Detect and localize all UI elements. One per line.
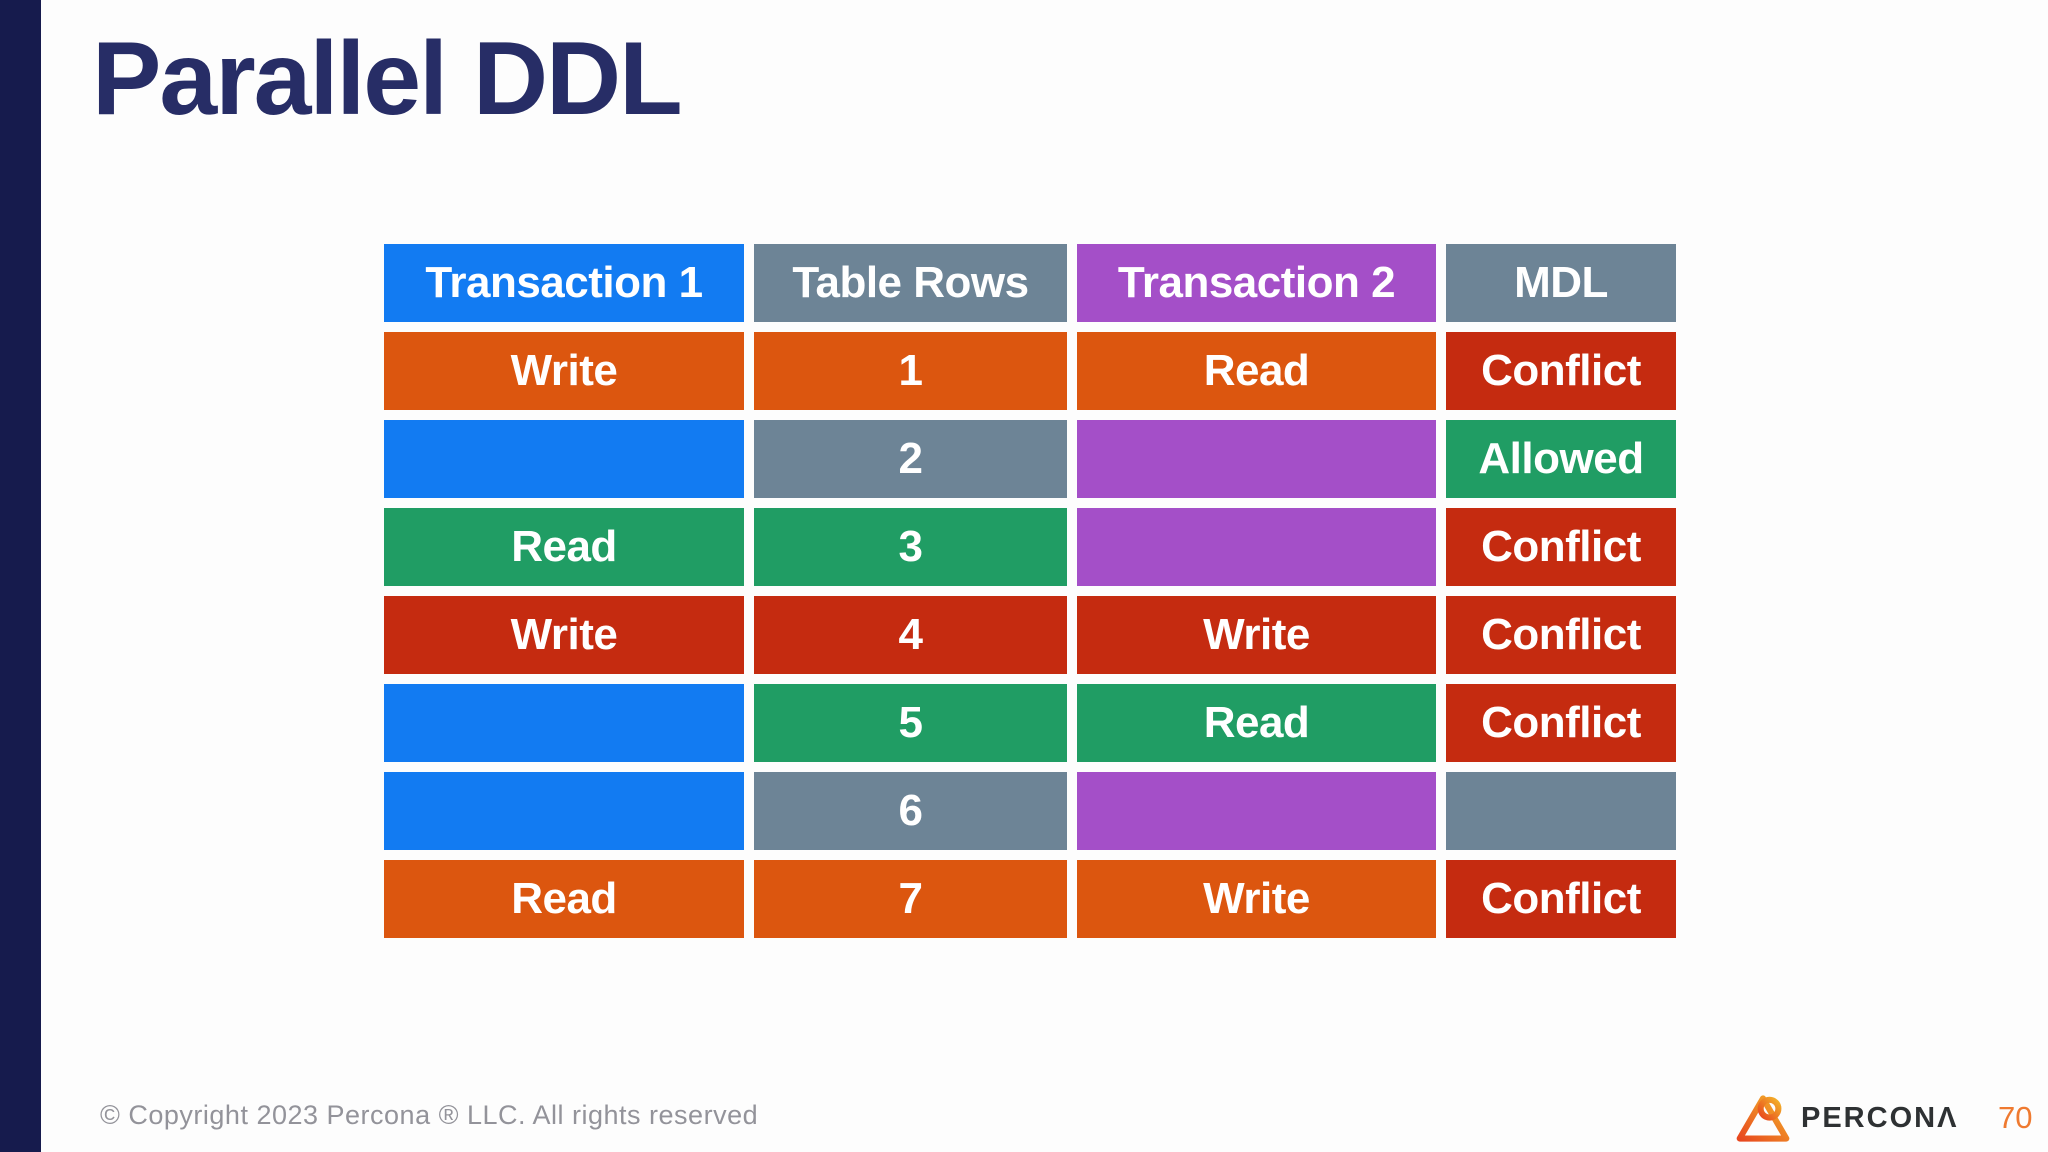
table-cell <box>1077 420 1436 498</box>
table-cell <box>384 420 744 498</box>
page-title: Parallel DDL <box>92 21 683 137</box>
table-cell <box>384 772 744 850</box>
table-cell: Read <box>384 508 744 586</box>
table-cell: 5 <box>754 684 1067 762</box>
table-cell: Read <box>1077 684 1436 762</box>
table-cell: 6 <box>754 772 1067 850</box>
table-cell <box>1077 772 1436 850</box>
table-cell: Read <box>384 860 744 938</box>
table-cell: Conflict <box>1446 860 1676 938</box>
table-cell <box>1077 508 1436 586</box>
percona-triangle-icon <box>1736 1095 1790 1142</box>
table-cell: Conflict <box>1446 684 1676 762</box>
table-cell: Write <box>384 332 744 410</box>
header-cell: Transaction 1 <box>384 244 744 322</box>
percona-brand-text: PERCONΛ <box>1801 1101 1959 1134</box>
table-cell: 4 <box>754 596 1067 674</box>
table-cell: 1 <box>754 332 1067 410</box>
header-cell: Table Rows <box>754 244 1067 322</box>
table-cell <box>384 684 744 762</box>
table-cell: Conflict <box>1446 508 1676 586</box>
page-number: 70 <box>1998 1100 2033 1135</box>
table-cell: 3 <box>754 508 1067 586</box>
table-cell: Conflict <box>1446 596 1676 674</box>
table-cell: Write <box>1077 596 1436 674</box>
header-cell: MDL <box>1446 244 1676 322</box>
table-cell: Conflict <box>1446 332 1676 410</box>
table-cell: Read <box>1077 332 1436 410</box>
footer-copyright: © Copyright 2023 Percona ® LLC. All righ… <box>100 1100 759 1130</box>
header-cell: Transaction 2 <box>1077 244 1436 322</box>
table-cell: Write <box>1077 860 1436 938</box>
percona-logo: PERCONΛ <box>1735 1092 1958 1144</box>
table-cell: 7 <box>754 860 1067 938</box>
table-cell: Allowed <box>1446 420 1676 498</box>
left-accent-bar <box>0 0 41 1152</box>
table-cell <box>1446 772 1676 850</box>
table-cell: 2 <box>754 420 1067 498</box>
table-cell: Write <box>384 596 744 674</box>
